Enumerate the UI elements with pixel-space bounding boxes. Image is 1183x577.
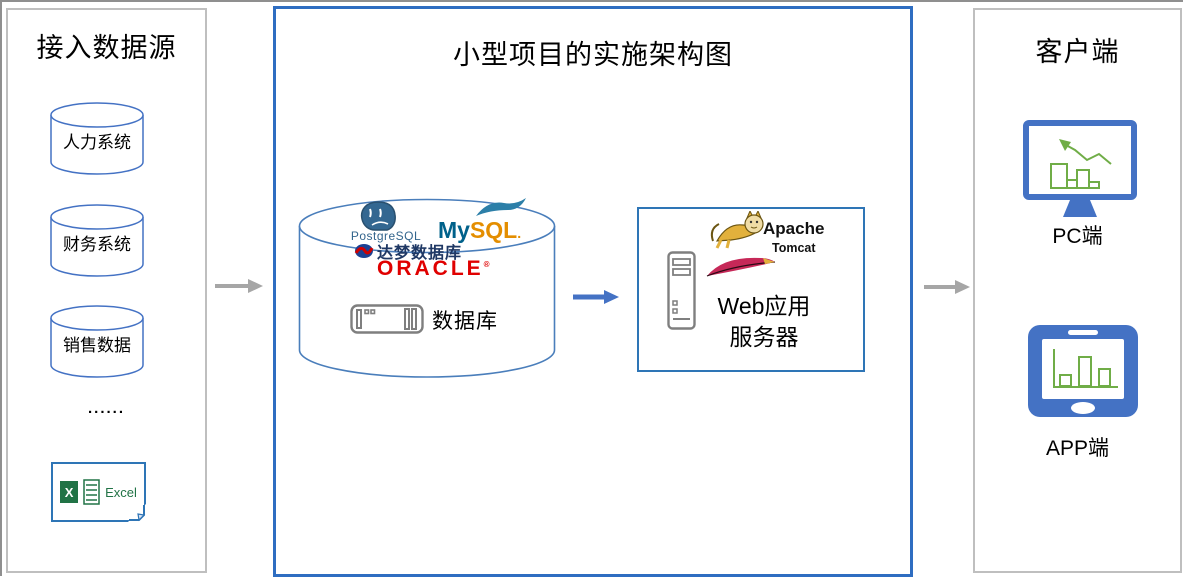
folded-corner-icon [128, 504, 146, 522]
app-label: APP端 [1045, 437, 1110, 460]
data-sources-title: 接入数据源 [36, 33, 177, 63]
mysql-sql-text: SQL [469, 217, 518, 243]
oracle-label: ORACLE® [377, 257, 490, 281]
cylinder-label: 人力系统 [63, 133, 131, 152]
arrow-database-to-webserver [573, 290, 619, 304]
tower-server-icon [667, 251, 696, 330]
apache-label: Apache [763, 219, 825, 238]
cylinder-label: 销售数据 [63, 336, 131, 355]
postgresql-icon [360, 201, 396, 231]
mysql-trademark: . [517, 225, 522, 241]
oracle-registered-mark: ® [483, 260, 490, 269]
excel-label: Excel [105, 484, 137, 500]
pc-chart-glyph [1050, 144, 1112, 189]
cylinder-hr-system: 人力系统 [50, 102, 144, 176]
pc-monitor-icon [1023, 120, 1137, 217]
excel-icon: X [60, 481, 79, 503]
dm-label: 达梦数据库 [377, 245, 463, 262]
database-label: 数据库 [432, 310, 498, 333]
database-cylinder: PostgreSQL MySQL. 达梦数据库 ORACLE® [298, 198, 556, 380]
clients-panel: 客户端 PC端 [973, 8, 1182, 573]
cylinder-finance-system: 财务系统 [50, 204, 144, 278]
cylinder-shape [50, 204, 144, 277]
more-sources-ellipsis: ...... [87, 400, 125, 417]
oracle-text: ORACLE [377, 257, 484, 280]
mysql-dolphin-icon [476, 198, 526, 216]
postgresql-label: PostgreSQL [350, 229, 422, 243]
tomcat-label: Tomcat [772, 241, 816, 255]
architecture-title: 小型项目的实施架构图 [453, 40, 733, 70]
cylinder-shape [50, 102, 144, 175]
web-server-label-line2: 服务器 [729, 324, 799, 350]
arrow-sources-to-architecture [215, 279, 263, 293]
cylinder-shape [50, 305, 144, 378]
data-sources-panel: 接入数据源 人力系统 财务系统 销售数据 ...... X [6, 8, 207, 573]
excel-sheet-icon [83, 479, 100, 505]
pc-label: PC端 [1052, 225, 1103, 248]
cylinder-shape [298, 198, 556, 378]
cylinder-label: 财务系统 [63, 235, 131, 254]
architecture-panel: 小型项目的实施架构图 PostgreSQL MySQL. [273, 6, 913, 577]
mysql-my-text: My [438, 217, 470, 243]
mysql-label: MySQL. [438, 217, 521, 244]
excel-file-shape: X Excel [51, 462, 146, 522]
web-server-label-line1: Web应用 [717, 293, 811, 319]
tomcat-cat-icon [710, 211, 764, 249]
dm-icon [354, 244, 374, 258]
apache-feather-icon [706, 257, 776, 277]
arrow-architecture-to-clients [924, 280, 970, 294]
web-server-box: Apache Tomcat Web应用 服务器 [637, 207, 865, 372]
rack-server-icon [350, 304, 424, 334]
app-chart-glyph [1053, 349, 1118, 388]
app-tablet-icon [1028, 325, 1138, 417]
clients-title: 客户端 [1035, 37, 1120, 67]
dm-database-logo: 达梦数据库 [354, 239, 462, 263]
web-server-label: Web应用 服务器 [689, 291, 839, 353]
cylinder-sales-data: 销售数据 [50, 305, 144, 379]
